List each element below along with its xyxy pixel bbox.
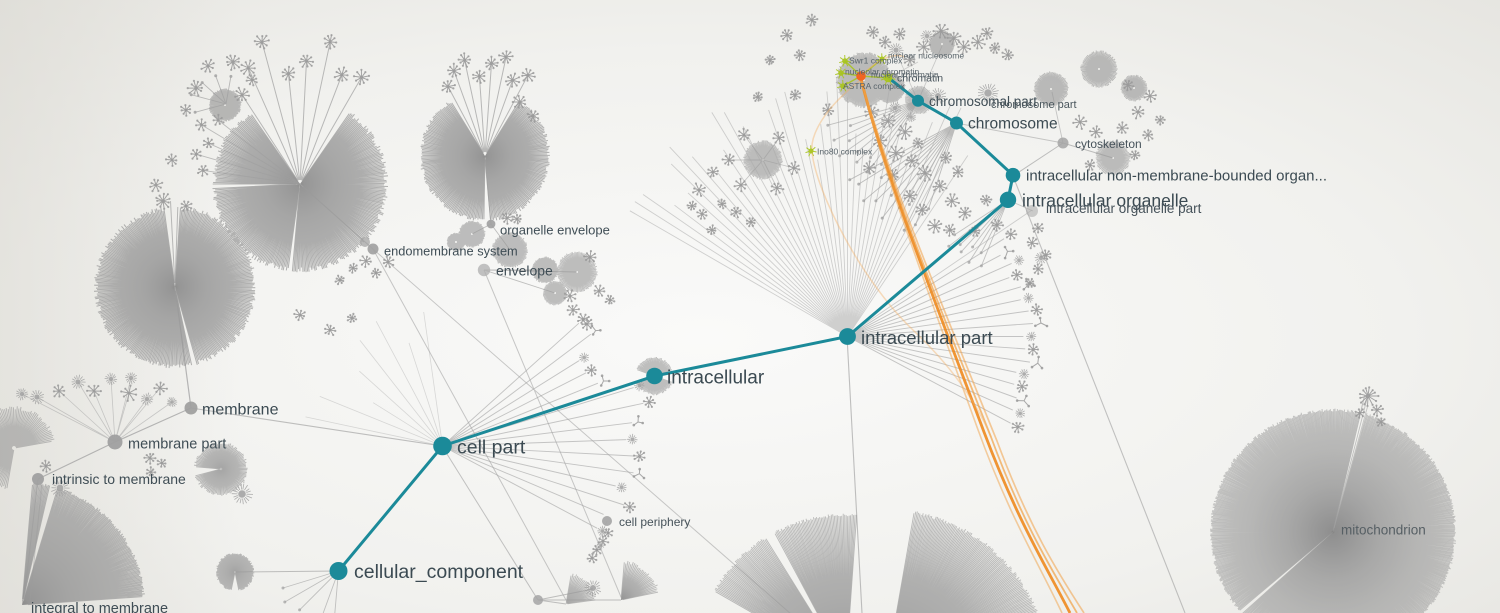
svg-text:nuclear nucleosome: nuclear nucleosome <box>888 51 964 61</box>
svg-text:integral to membrane: integral to membrane <box>31 601 168 613</box>
svg-text:intracellular organelle part: intracellular organelle part <box>1046 201 1202 216</box>
svg-text:membrane: membrane <box>202 402 279 419</box>
svg-text:nucleolar chromatin: nucleolar chromatin <box>845 67 919 77</box>
svg-text:intracellular: intracellular <box>667 368 765 389</box>
svg-text:cytoskeleton: cytoskeleton <box>1075 137 1142 151</box>
svg-text:endomembrane system: endomembrane system <box>384 244 518 259</box>
svg-text:mitochondrion: mitochondrion <box>1341 523 1426 538</box>
svg-text:chromosomal part: chromosomal part <box>929 94 1037 109</box>
svg-text:intrinsic to membrane: intrinsic to membrane <box>52 471 186 487</box>
svg-text:cell part: cell part <box>457 437 526 459</box>
svg-text:intracellular non-membrane-bou: intracellular non-membrane-bounded organ… <box>1026 168 1327 185</box>
svg-text:chromosome: chromosome <box>968 116 1058 133</box>
svg-text:membrane part: membrane part <box>128 437 226 453</box>
svg-text:envelope: envelope <box>496 263 553 279</box>
svg-text:organelle envelope: organelle envelope <box>500 223 610 238</box>
svg-text:intracellular part: intracellular part <box>861 327 993 348</box>
svg-text:nuclear chromatin: nuclear chromatin <box>871 70 939 80</box>
svg-text:chromatin: chromatin <box>897 73 943 85</box>
svg-text:ASTRA complex: ASTRA complex <box>843 81 906 91</box>
svg-text:Swr1 complex: Swr1 complex <box>849 56 903 66</box>
svg-text:Ino80 complex: Ino80 complex <box>817 147 873 157</box>
svg-text:cellular_component: cellular_component <box>354 561 524 583</box>
svg-text:chromosome part: chromosome part <box>991 99 1077 111</box>
svg-text:intracellular organelle: intracellular organelle <box>1022 191 1188 211</box>
svg-text:cell periphery: cell periphery <box>619 515 690 529</box>
